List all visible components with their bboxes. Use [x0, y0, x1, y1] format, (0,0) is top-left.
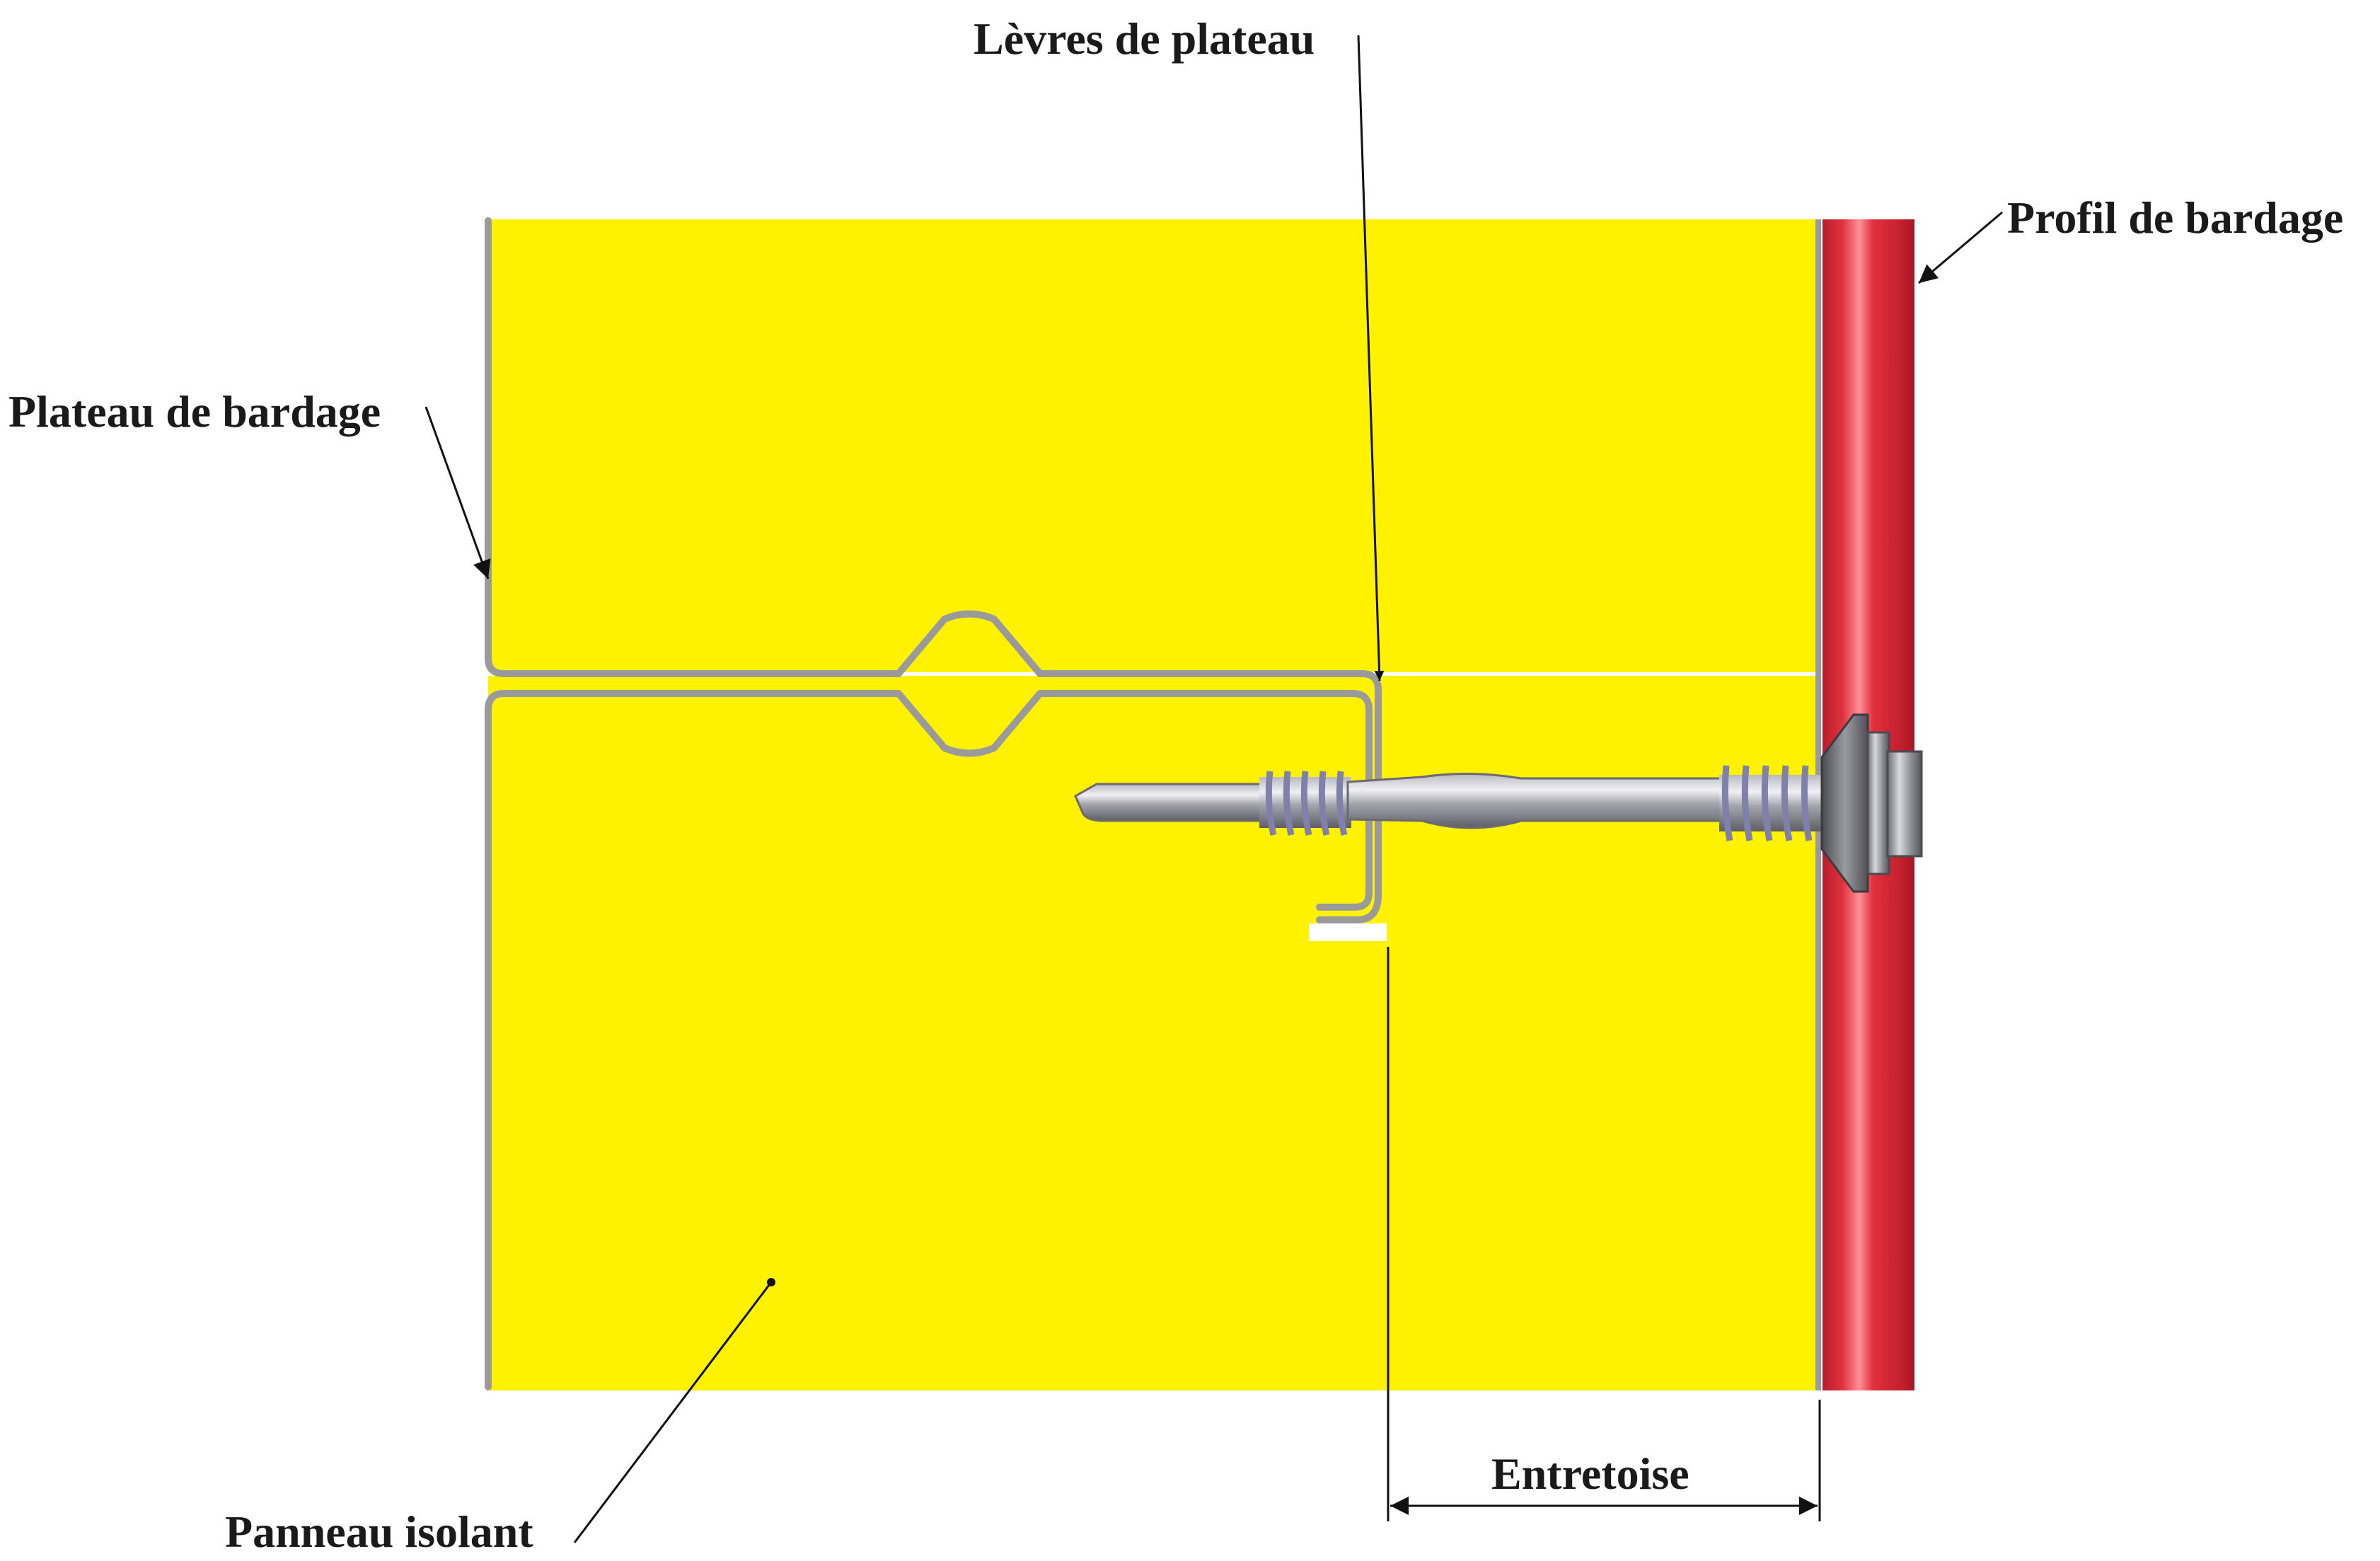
screw-washer — [1820, 713, 1869, 893]
label-levres-de-plateau: Lèvres de plateau — [974, 13, 1315, 64]
insulation-upper — [488, 219, 1818, 672]
leader-panneau-dot — [767, 1278, 775, 1286]
screw-rear-thread — [1719, 765, 1822, 841]
screw-hex-head — [1886, 750, 1923, 858]
leader-levres — [1357, 35, 1385, 681]
label-profil-de-bardage: Profil de bardage — [2007, 192, 2343, 243]
leader-lines — [424, 35, 2003, 1543]
screw-shank — [1346, 772, 1728, 829]
tray-upper-web — [485, 217, 1382, 923]
leader-profil — [1918, 211, 2003, 284]
screw-flange — [1866, 731, 1890, 875]
tray-lower-web — [485, 690, 1373, 1390]
screw-drill-tip — [1074, 783, 1268, 822]
screw-front-thread — [1259, 771, 1351, 836]
label-entretoise: Entretoise — [1491, 1448, 1689, 1499]
label-panneau-isolant: Panneau isolant — [225, 1507, 533, 1557]
entretoise-dimension — [1387, 947, 1821, 1521]
label-plateau-de-bardage: Plateau de bardage — [8, 386, 381, 437]
tray-lip-gap — [1309, 923, 1387, 941]
leader-panneau — [573, 1281, 773, 1543]
leader-plateau — [424, 406, 491, 580]
fastener-screw — [1074, 713, 1923, 893]
